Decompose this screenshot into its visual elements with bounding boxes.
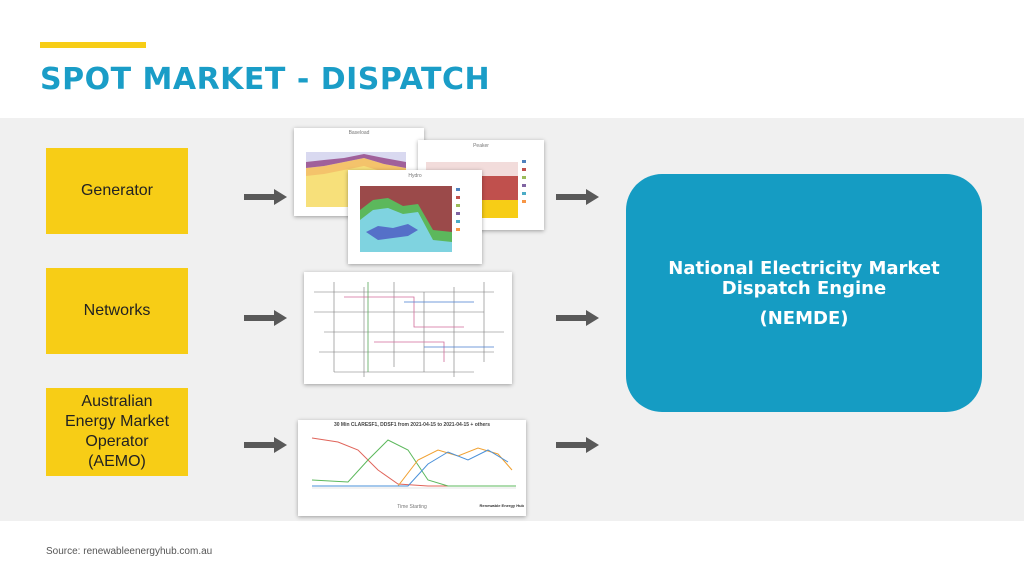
source-note: Source: renewableenergyhub.com.au [46, 546, 213, 557]
networks-box: Networks [46, 268, 188, 354]
generator-box: Generator [46, 148, 188, 234]
slide-title: SPOT MARKET - DISPATCH [40, 62, 491, 97]
generator-label: Generator [80, 182, 154, 199]
aemo-line-chart-thumbnail: 30 Min CLARESF1, DDSF1 from 2021-04-15 t… [298, 420, 526, 516]
arrow-right-icon [556, 437, 599, 453]
aemo-line-chart-title: 30 Min CLARESF1, DDSF1 from 2021-04-15 t… [333, 422, 491, 428]
arrow-right-icon [244, 437, 287, 453]
baseload-chart-title: Baseload [348, 130, 370, 136]
arrow-right-icon [244, 189, 287, 205]
nemde-line3: (NEMDE) [759, 308, 849, 329]
arrow-right-icon [556, 310, 599, 326]
arrow-right-icon [556, 189, 599, 205]
network-single-line-diagram [314, 282, 504, 377]
aemo-box: Australian Energy Market Operator (AEMO) [46, 388, 188, 476]
renewable-energy-hub-logo: Renewable Energy Hub [479, 503, 524, 508]
peaker-chart-title: Peaker [473, 143, 489, 149]
aemo-line-chart-xlabel: Time Starting [397, 504, 427, 510]
network-diagram-thumbnail [304, 272, 512, 384]
title-accent-bar [40, 42, 146, 48]
networks-label: Networks [83, 302, 151, 319]
aemo-line-chart [311, 437, 516, 489]
hydro-stacked-area [360, 186, 460, 252]
arrow-right-icon [244, 310, 287, 326]
nemde-box: National Electricity Market Dispatch Eng… [626, 174, 982, 412]
aemo-label: Australian Energy Market Operator (AEMO) [64, 393, 170, 470]
nemde-line2: Dispatch Engine [721, 278, 887, 299]
nemde-line1: National Electricity Market [668, 258, 940, 279]
hydro-chart-title: Hydro [408, 173, 422, 179]
hydro-chart-thumbnail: Hydro [348, 170, 482, 264]
